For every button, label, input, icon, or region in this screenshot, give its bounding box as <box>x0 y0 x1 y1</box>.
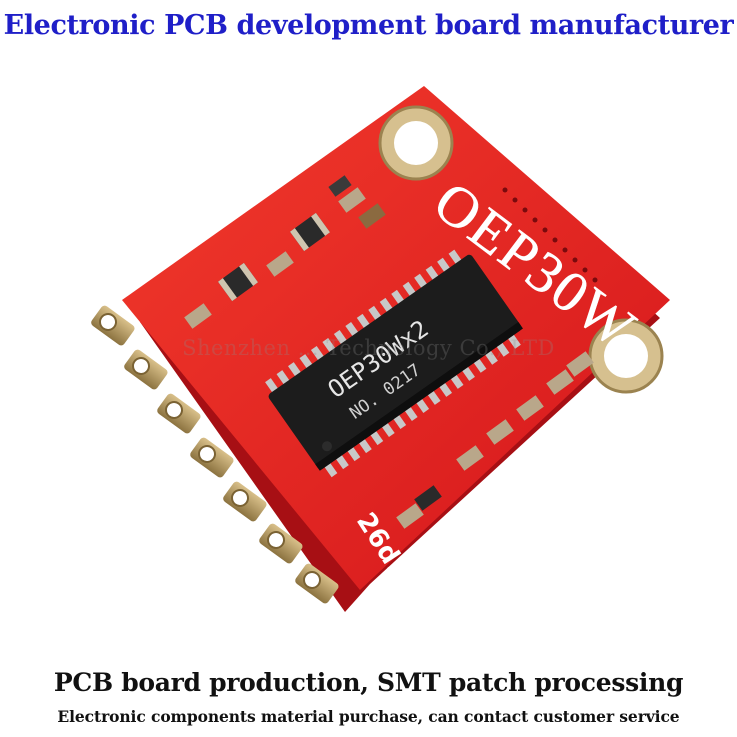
watermark: Shenzhen … Technology Co., LTD <box>182 336 555 360</box>
caption-sub: Electronic components material purchase,… <box>57 707 680 726</box>
page-title: Electronic PCB development board manufac… <box>3 10 734 41</box>
via-row <box>502 187 598 283</box>
product-photo: OEP30Wx2 NO. 0217 OEP30W 26dB <box>91 86 670 612</box>
mounting-hole-right <box>588 318 664 394</box>
caption-main: PCB board production, SMT patch processi… <box>53 668 684 697</box>
mounting-hole-top <box>378 105 454 181</box>
smd-components <box>184 175 594 529</box>
header-pins <box>91 305 339 604</box>
